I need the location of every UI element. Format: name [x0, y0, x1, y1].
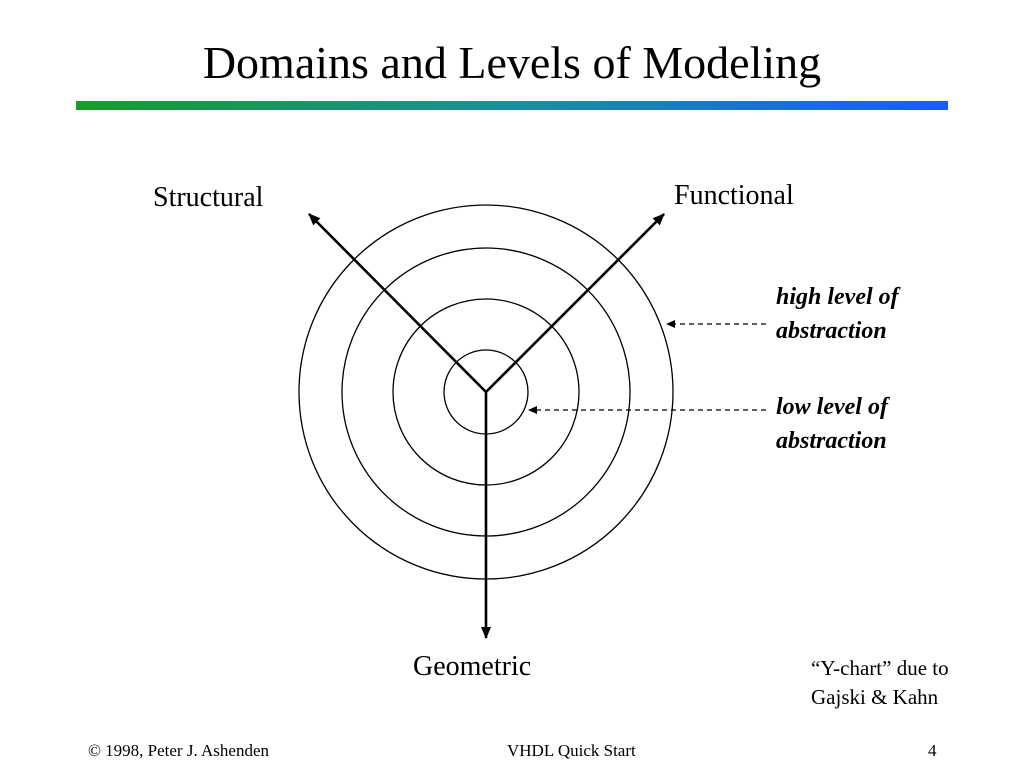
low-abstraction-label: low level of abstraction: [776, 390, 888, 458]
high-abstraction-line1: high level of: [776, 284, 899, 310]
low-abstraction-line1: low level of: [776, 394, 888, 420]
geometric-label: Geometric: [413, 651, 532, 682]
low-abstraction-line2: abstraction: [776, 428, 887, 454]
high-abstraction-label: high level of abstraction: [776, 280, 899, 348]
functional-label: Functional: [674, 180, 794, 211]
footer-copyright: © 1998, Peter J. Ashenden: [88, 741, 270, 760]
y-chart-credit: “Y-chart” due to Gajski & Kahn: [811, 654, 949, 712]
structural-label: Structural: [153, 182, 264, 213]
slide-title: Domains and Levels of Modeling: [202, 37, 822, 88]
footer-title: VHDL Quick Start: [507, 741, 636, 760]
structural-axis-arrow: [308, 213, 487, 393]
title-underline-bar: [76, 101, 948, 110]
credit-line1: “Y-chart” due to: [811, 656, 949, 680]
credit-line2: Gajski & Kahn: [811, 685, 939, 709]
high-abstraction-line2: abstraction: [776, 318, 887, 344]
functional-axis-arrow: [485, 213, 665, 393]
footer-page-number: 4: [928, 741, 937, 760]
